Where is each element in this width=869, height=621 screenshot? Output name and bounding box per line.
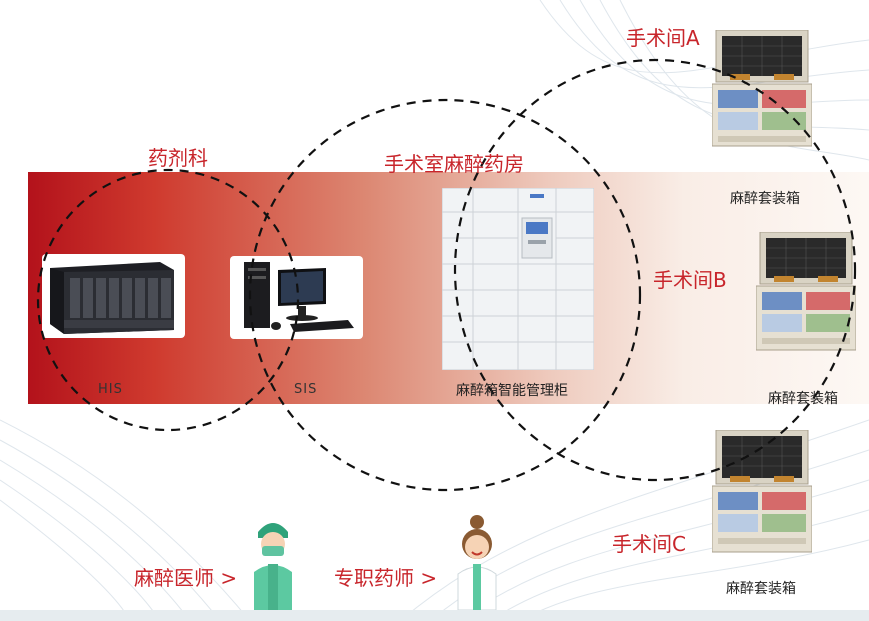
label-or-c: 手术间C [612,532,686,556]
label-or-pharmacy: 手术室麻醉药房 [384,152,524,176]
smart-cabinet-icon [441,187,595,371]
pharmacist-avatar [452,512,502,611]
bottom-strip [0,610,869,621]
medicine-kit-icon [711,429,813,553]
label-pharmacist: 专职药师 > [334,566,438,590]
label-kit-b: 麻醉套装箱 [768,391,838,407]
workstation-card [230,256,363,339]
doctor-avatar [248,512,298,610]
label-or-b: 手术间B [653,268,727,292]
label-sis: SIS [294,382,318,397]
label-kit-c: 麻醉套装箱 [726,581,796,597]
ellipse-operating-rooms [453,58,857,482]
circle-or-pharmacy [248,98,642,492]
label-kit-a: 麻醉套装箱 [730,191,800,207]
label-anesthesiologist: 麻醉医师 > [134,566,238,590]
pharmacist-avatar-icon [457,515,497,611]
label-pharmacy-dept: 药剂科 [148,146,208,170]
label-cabinet: 麻醉箱智能管理柜 [456,383,568,399]
medicine-kit-b [755,231,857,356]
circle-pharmacy-dept [36,168,300,432]
label-or-a: 手术间A [626,26,700,50]
desktop-computer-icon [244,262,354,332]
smart-cabinet [441,187,595,371]
label-his: HIS [98,382,123,397]
medicine-kit-icon [711,29,813,147]
server-rack-icon [50,262,174,334]
medicine-kit-a [711,29,813,152]
server-card [42,254,185,338]
doctor-avatar-icon [254,523,292,610]
medicine-kit-icon [755,231,857,351]
medicine-kit-c [711,429,813,558]
